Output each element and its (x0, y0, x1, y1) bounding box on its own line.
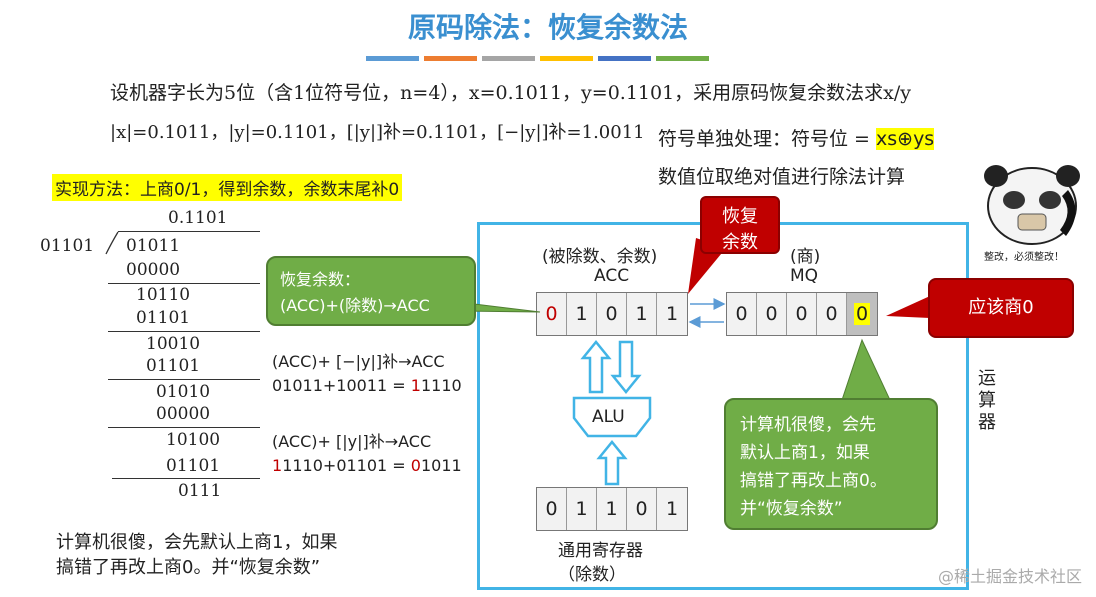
acc-description: (被除数、余数) (542, 247, 658, 267)
division-rule (112, 478, 260, 479)
division-step: 01101 (136, 308, 191, 328)
division-step: 01011 (126, 236, 181, 256)
restore-callout-line1: 恢复余数： (280, 270, 361, 289)
acc-bit: 0 (597, 293, 627, 335)
division-step: 01101 (166, 456, 221, 476)
subtract-calc-rest: 1110 (420, 376, 462, 395)
mq-bit: 0 (757, 293, 787, 335)
add-calc-sign1: 1 (272, 456, 283, 475)
division-remainder: 0111 (178, 481, 222, 501)
division-step: 10010 (146, 334, 201, 354)
subtract-calc: 01011+10011 = 11110 (272, 376, 462, 395)
sign-formula: xs⊕ys (876, 128, 935, 150)
subtract-label: (ACC)+ [−|y|]补→ACC (272, 352, 445, 371)
quotient: 0.1101 (168, 208, 228, 228)
acc-bit: 1 (567, 293, 597, 335)
problem-statement: 设机器字长为5位（含1位符号位，n=4），x=0.1011，y=0.1101，采… (110, 82, 912, 104)
add-label: (ACC)+ [|y|]补→ACC (272, 432, 432, 451)
gr-description: （除数） (558, 565, 626, 585)
divisor: 01101 (40, 236, 95, 256)
color-bar-segment (598, 56, 651, 61)
restore-callout-line2: (ACC)+(除数)→ACC (280, 296, 430, 315)
division-rule (108, 283, 260, 284)
sign-rule-text: 符号单独处理：符号位 = (658, 128, 876, 150)
gr-label: 通用寄存器 (558, 541, 643, 561)
alu-label: ALU (592, 407, 625, 427)
sign-rule: 符号单独处理：符号位 = xs⊕ys (658, 124, 935, 151)
restore-tag-line1: 恢复 (722, 206, 758, 227)
mq-register: 0 0 0 0 0 (726, 292, 878, 336)
watermark: @稀土掘金技术社区 (937, 567, 1082, 586)
division-step: 00000 (156, 404, 211, 424)
slide-title: 原码除法：恢复余数法 (407, 11, 688, 44)
color-bar-segment (540, 56, 593, 61)
division-step: 00000 (126, 260, 181, 280)
should-quotient-0-tag: 应该商0 (928, 278, 1074, 338)
restore-tag-line2: 余数 (722, 232, 758, 253)
mq-label: MQ (790, 266, 819, 286)
should-quotient-0-text: 应该商0 (968, 297, 1034, 318)
mq-description: (商) (790, 247, 821, 267)
division-rule (108, 379, 260, 380)
add-calc: 11110+01101 = 01011 (272, 456, 462, 475)
naive-callout: 计算机很傻，会先 默认上商1，如果 搞错了再改上商0。 并“恢复余数” (724, 398, 938, 530)
acc-bit: 1 (657, 293, 687, 335)
general-register: 0 1 1 0 1 (536, 487, 688, 531)
add-calc-rest: 1011 (420, 456, 462, 475)
division-step: 01101 (146, 356, 201, 376)
add-calc-mid: 1110+01101 = (282, 456, 411, 475)
subtract-calc-sign: 1 (410, 376, 421, 395)
gr-bit: 1 (597, 488, 627, 530)
meme-image: 整改，必须整改！ (982, 160, 1092, 264)
note-line2: 搞错了再改上商0。并“恢复余数” (56, 557, 321, 578)
mq-quotient-value: 0 (853, 303, 871, 325)
add-calc-sign2: 0 (410, 456, 421, 475)
gr-bit: 0 (537, 488, 567, 530)
note-line1: 计算机很傻，会先默认上商1，如果 (56, 532, 338, 553)
naive-callout-line4: 并“恢复余数” (740, 499, 843, 519)
color-bar-segment (656, 56, 709, 61)
color-bar-segment (366, 56, 419, 61)
acc-label: ACC (594, 266, 630, 286)
restore-callout: 恢复余数： (ACC)+(除数)→ACC (266, 256, 476, 326)
meme-caption: 整改，必须整改！ (984, 252, 1064, 263)
problem-values: |x|=0.1011，|y|=0.1101，[|y|]补=0.1101，[−|y… (110, 122, 645, 143)
division-rule (108, 331, 260, 332)
panda-face-icon (984, 165, 1080, 245)
naive-callout-line2: 默认上商1，如果 (740, 443, 870, 463)
method-statement: 实现方法：上商0/1，得到余数，余数末尾补0 (52, 174, 403, 201)
color-bar-segment (482, 56, 535, 61)
naive-callout-line1: 计算机很傻，会先 (740, 415, 876, 435)
division-bracket (105, 231, 119, 255)
gr-bit: 1 (657, 488, 687, 530)
acc-bit: 0 (537, 293, 567, 335)
division-step: 10110 (136, 285, 191, 305)
arithmetic-unit-label: 运 算 器 (978, 368, 996, 433)
mq-bit: 0 (787, 293, 817, 335)
naive-callout-line3: 搞错了再改上商0。 (740, 471, 887, 491)
division-rule (108, 427, 260, 428)
gr-bit: 1 (567, 488, 597, 530)
restore-remainder-tag: 恢复 余数 (700, 196, 780, 254)
mq-bit: 0 (727, 293, 757, 335)
division-step: 01010 (156, 382, 211, 402)
division-bar (118, 231, 260, 232)
acc-bit: 1 (627, 293, 657, 335)
division-step: 10100 (166, 430, 221, 450)
mq-quotient-bit: 0 (847, 293, 877, 335)
mq-bit: 0 (817, 293, 847, 335)
acc-register: 0 1 0 1 1 (536, 292, 688, 336)
gr-bit: 0 (627, 488, 657, 530)
magnitude-rule: 数值位取绝对值进行除法计算 (658, 166, 906, 188)
color-bar-segment (424, 56, 477, 61)
subtract-calc-prefix: 01011+10011 = (272, 376, 411, 395)
